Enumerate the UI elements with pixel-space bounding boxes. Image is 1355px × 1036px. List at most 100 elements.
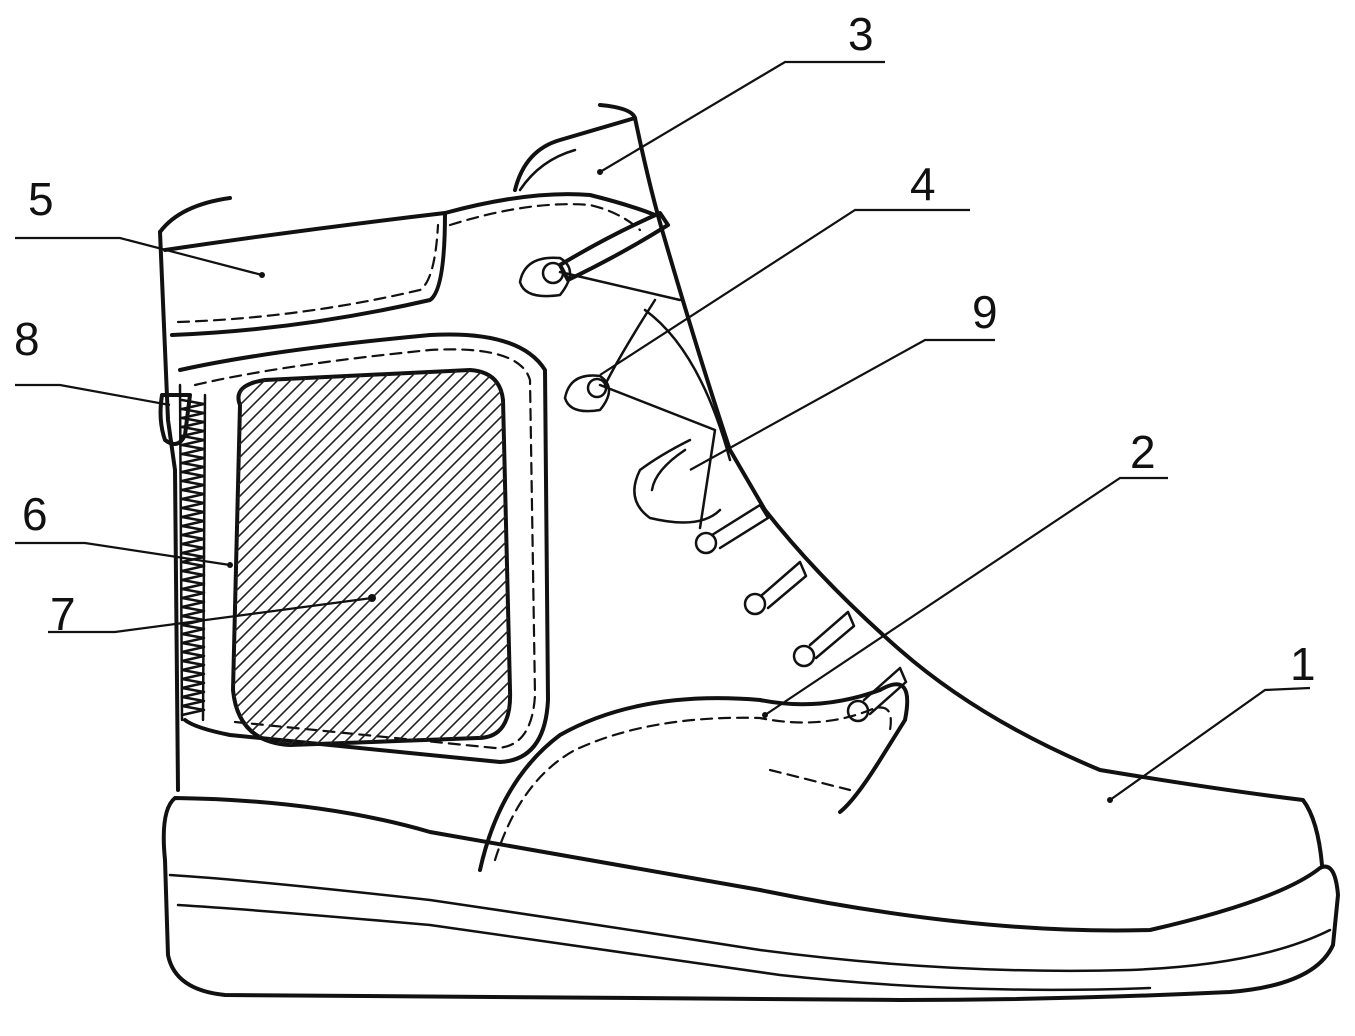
hatch-line [233,370,511,745]
zipper-tooth [180,488,206,501]
reference-numerals: 1 2 3 4 5 6 7 8 9 [14,8,1316,690]
hatch-line [479,370,511,745]
hatch-line [233,370,497,745]
hatch-line [233,370,484,745]
zipper-tooth [180,578,206,591]
leader-lines [15,60,1311,803]
hatch-line [440,370,511,745]
zipper-tooth [180,668,206,681]
hatch-line [466,370,511,745]
hatch-line [597,370,977,750]
hatch-line [401,370,511,745]
hatch-line [258,370,511,745]
label-2: 2 [1130,426,1156,478]
zipper-tooth [180,425,206,438]
hatch-line [492,370,511,745]
label-9: 9 [972,286,998,338]
hatch-line [610,370,990,750]
hatch-line [233,370,263,745]
hatch-line [233,370,511,745]
hatch-line [558,370,938,750]
zipper-tooth [180,551,206,564]
zipper-tooth [180,587,206,600]
label-3: 3 [848,8,874,60]
zipper-tooth [180,398,206,411]
sole [161,796,1340,1002]
label-8: 8 [14,313,40,365]
label-1: 1 [1290,638,1316,690]
vamp-panel [478,682,910,872]
hatch-line [233,370,511,745]
zipper-tooth [180,677,206,690]
hatch-line [233,370,315,745]
zipper-tooth [180,704,206,717]
hatch-line [623,370,1003,750]
hatch-line [349,370,511,745]
hatch-line [284,370,511,745]
hatch-line [233,370,511,745]
zipper-tooth [180,659,206,672]
zipper-tooth [180,596,206,609]
zipper-tooth [180,560,206,573]
zipper-tooth [180,443,206,456]
hatch-line [233,370,367,745]
hatch-line [388,370,511,745]
hatch-line [233,370,510,745]
hatch-line [233,370,511,745]
zipper-tooth [180,524,206,537]
zipper-tooth [180,434,206,447]
zipper-tooth [180,605,206,618]
quarter-panel [178,192,657,764]
zipper-tooth [180,416,206,429]
label-4: 4 [910,158,936,210]
zipper-tooth [180,461,206,474]
hatch-line [233,370,380,745]
zipper-tooth [180,515,206,528]
hatch-line [505,370,511,745]
hatch-line [233,370,328,745]
hatch-line [245,370,511,745]
zipper-tooth [180,506,206,519]
hatch-line [233,370,445,745]
label-6: 6 [22,488,48,540]
hatch-line [233,370,511,745]
hatch-line [310,370,511,745]
hatch-line [271,370,511,745]
zipper-tooth [180,452,206,465]
zipper-tooth [180,569,206,582]
zipper-tooth [180,623,206,636]
zipper [158,383,207,722]
zipper-tooth [180,641,206,654]
hatch-line [233,370,511,745]
zipper-tooth [180,470,206,483]
hatch-line [233,370,432,745]
hatch-line [233,370,471,745]
hatch-line [414,370,511,745]
hatch-line [233,370,341,745]
hatch-line [233,370,393,745]
hatch-line [233,370,511,745]
hatch-line [233,370,406,745]
hatch-line [323,370,511,745]
collar-panel [170,211,447,337]
hatch-line [233,370,458,745]
boot-upper [158,116,1324,867]
hatch-line [233,370,250,745]
zipper-tooth [180,542,206,555]
zipper-tooth [180,479,206,492]
hatch-line [336,370,511,745]
hatch-line [233,370,302,745]
zipper-tooth [180,686,206,699]
hatch-line [362,370,511,745]
hatch-line [233,370,419,745]
zipper-tooth [180,632,206,645]
hatch-line [233,370,354,745]
label-7: 7 [50,588,76,640]
padded-insert [231,368,1003,750]
tongue-panel [513,103,637,192]
zipper-tooth [180,650,206,663]
zipper-tooth [180,533,206,546]
label-5: 5 [28,173,54,225]
